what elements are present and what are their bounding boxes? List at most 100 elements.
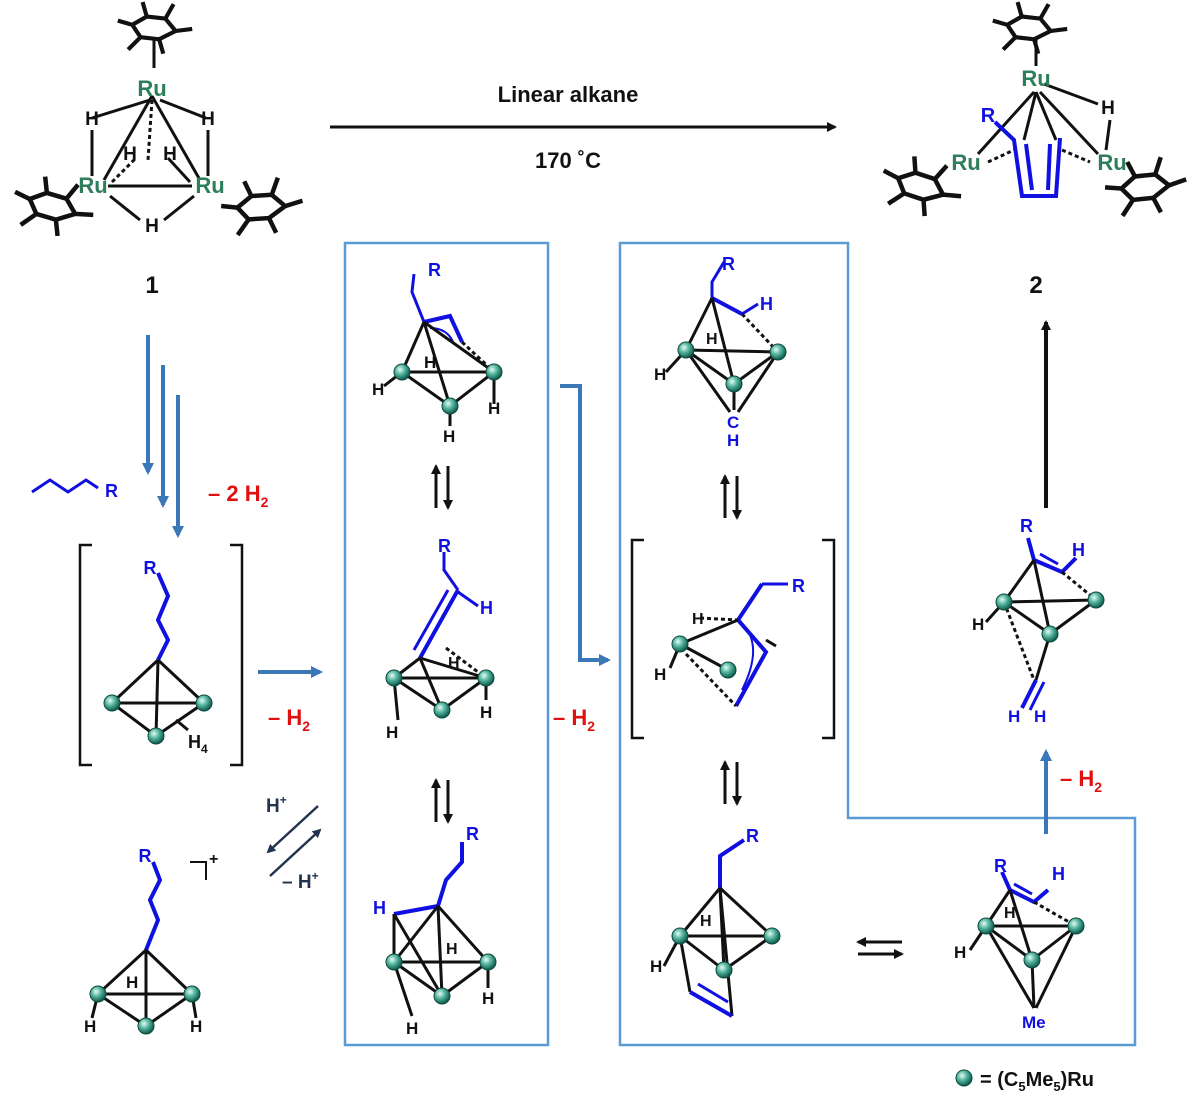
bracket-left [78,543,92,767]
alkyl-chain [710,261,726,298]
ru-sphere [1087,591,1105,609]
charge-bracket [190,861,207,880]
flow-arrow [560,384,611,666]
h-label: H [692,611,704,628]
ru-label: Ru [1021,66,1050,91]
vinylidene-bond [393,904,439,916]
ru-sphere [1023,951,1041,969]
equilibrium-arrows [720,760,742,806]
alkyl-chain [436,842,464,907]
bracketed-intermediate: R H H [630,538,836,740]
ru-sphere-icon [955,1069,973,1087]
h-label: H [190,1017,202,1036]
h-label: H [1004,905,1016,922]
bracketed-intermediate: R H4 [78,543,244,767]
h-label: H [406,1019,418,1038]
alkene-bond [689,990,733,1018]
alkyl-chain [155,572,171,661]
cluster-bonds [90,95,210,222]
alkene-fragment [1000,871,1050,905]
cluster-bonds [392,905,490,1017]
species-vinyl-methyl: R H H H Me [954,856,1085,1032]
species-alkyl-vinylidene: R H H [650,826,781,1018]
bracket-right [230,543,244,767]
r-label: R [438,536,451,556]
ru-sphere [441,397,459,415]
h-plus-label: H+ [266,793,287,817]
minus-h2-label: – H2 [268,705,310,734]
cluster-bonds [668,616,777,708]
h-label: H [386,723,398,742]
cluster-bonds [110,658,206,738]
ru-sphere [137,1017,155,1035]
species-alkene: R H H H H [385,536,495,742]
r-label: R [722,254,735,274]
h-label: H [706,331,718,348]
h4-label: H4 [188,732,208,756]
minus-h2-label: – H2 [553,705,595,734]
ru-label: Ru [137,76,166,101]
h-label: H [145,216,159,237]
ru-label: Ru [195,173,224,198]
alkene-bond [1013,882,1033,896]
me-label: Me [1022,1013,1046,1032]
h-label: H [488,399,500,418]
h-label: H [201,109,215,130]
bracket-left [630,538,644,740]
h-label: H [424,353,436,372]
h-label: H [448,655,460,672]
ru-sphere [715,961,733,979]
curved-arrow [741,627,755,691]
r-label: R [792,576,805,596]
minus-h-plus-label: – H+ [282,869,319,893]
h-label: H [373,898,386,918]
alkyl-chain [442,552,460,591]
compound-label-1: 1 [145,272,158,299]
cluster-bonds [976,82,1112,164]
equilibrium-arrows [431,464,453,510]
species-vinyl-vinylidene: R H H H H [972,516,1105,726]
r-label: R [994,856,1007,876]
h-label: H [1101,98,1115,119]
ru-sphere [89,985,107,1003]
r-label: R [981,105,996,127]
h-label: H [163,144,177,165]
alkene-bond [741,302,759,316]
charge-label: + [209,851,218,868]
alkyl-chain [718,838,746,888]
ru-sphere [183,985,201,1003]
legend-text: = (C5Me5)Ru [980,1069,1094,1094]
vinylidene-bond [1020,679,1038,709]
minus-2h2-label: – 2 H2 [208,481,269,510]
h-label: H [954,943,966,962]
r-label: R [428,260,441,280]
h-label: H [480,703,492,722]
species-allyl: R H H H H [372,260,503,446]
h-label: H [372,380,384,399]
species-vinyl-methylidyne: R H H H C H [654,254,787,450]
r-label: R [105,481,118,501]
h-label: H [972,615,984,634]
allyl-fragment [423,313,464,343]
h-label: H [1072,540,1085,560]
ru-sphere [485,363,503,381]
r-label: R [466,824,479,844]
h-label: H [123,144,137,165]
h-label: H [85,109,99,130]
ru-label: Ru [951,150,980,175]
h-label: H [654,665,666,684]
legend: = (C5Me5)Ru [955,1069,1094,1094]
h-label: H [126,973,138,992]
compound-2: Ru Ru Ru H R 2 [876,2,1192,299]
ru-sphere [385,953,403,971]
ru-sphere [103,694,121,712]
reagent-label: Linear alkane [498,82,639,107]
h-label: H [480,598,493,618]
ru-sphere [385,669,403,687]
h-label: H [760,294,773,314]
allyl-fragment [734,582,769,707]
bracket-right [822,538,836,740]
h-label: H [654,365,666,384]
equilibrium-arrows [856,937,904,959]
